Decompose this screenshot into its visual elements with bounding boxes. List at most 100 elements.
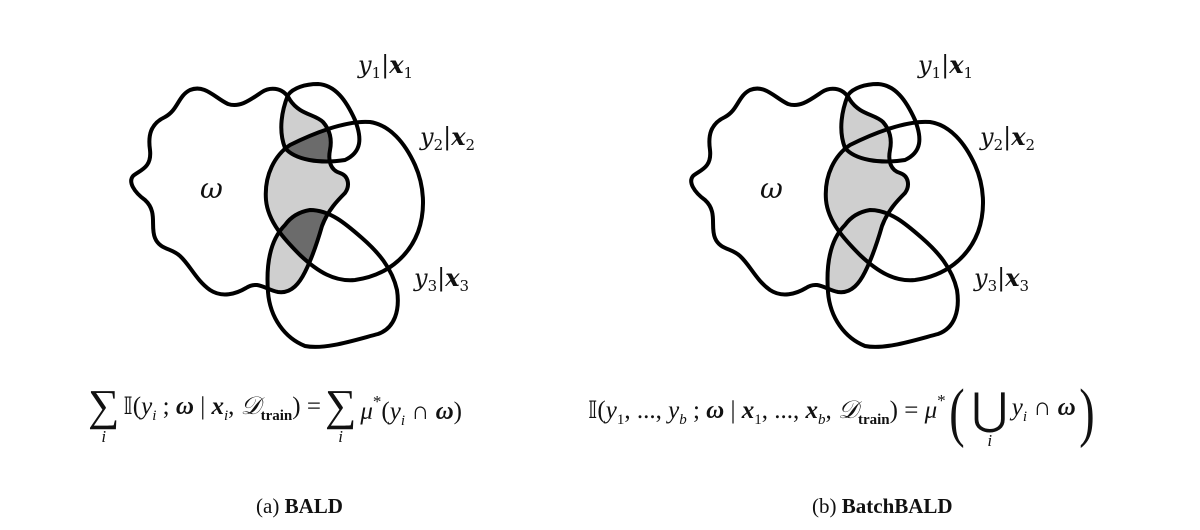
x-var: x (389, 50, 404, 79)
sum-symbol: ∑ (88, 381, 120, 430)
shaded-union-region (265, 88, 348, 295)
y2-x2-label: y2|x2 (420, 122, 475, 154)
lhs-expression: 𝕀(yi ; ω | xi, 𝒟train) = (123, 392, 321, 425)
sum-symbol: ∑ (324, 381, 357, 430)
y-var: y (918, 51, 932, 79)
y-var: y (980, 123, 994, 151)
comma: , (825, 396, 839, 424)
y3-x3-label: y3|x3 (414, 263, 469, 295)
venn-diagram-bald (129, 82, 426, 349)
caption-title: BALD (284, 494, 343, 518)
sum-operator: ∑i (88, 381, 120, 446)
x-sub: 3 (1019, 277, 1030, 295)
panel-bald: ω y1|x1 y2|x2 y3|x3 ∑i 𝕀(yi ; ω | xi, 𝒟t… (84, 50, 475, 518)
shaded-union-region (825, 88, 908, 295)
given: | (724, 396, 742, 424)
rhs-expression: yi ∩ ω (1012, 394, 1076, 426)
bar: | (381, 51, 390, 79)
sub: train (260, 408, 293, 424)
omega: ω (435, 398, 454, 425)
sub: i (223, 408, 229, 424)
y-sub: 2 (993, 136, 1004, 154)
y-sub: 1 (931, 64, 942, 82)
var: x (805, 396, 819, 424)
y1-x1-label: y1|x1 (358, 50, 413, 82)
dataset-symbol: 𝒟 (240, 393, 261, 420)
y2-region-outline (263, 119, 426, 283)
paren: ) (292, 393, 301, 420)
mutual-information-symbol: 𝕀 (123, 392, 133, 420)
comma: , (228, 393, 241, 420)
sum-operator: ∑i (324, 381, 357, 446)
sub: b (818, 411, 826, 428)
bar: | (443, 123, 452, 151)
x-sub: 3 (459, 277, 470, 295)
var: y (389, 398, 401, 425)
omega-label: ω (200, 172, 223, 205)
measure-symbol: μ (360, 398, 373, 425)
sub: 1 (616, 411, 625, 428)
equals: = (897, 396, 925, 424)
bar: | (1003, 123, 1012, 151)
paren: ( (132, 393, 142, 420)
y1-region-outline (839, 82, 922, 164)
sub: i (152, 408, 157, 424)
paren: ) (453, 398, 462, 425)
y-var: y (414, 264, 428, 292)
bald-formula: ∑i 𝕀(yi ; ω | xi, 𝒟train) = ∑i μ*(yi ∩ ω… (84, 381, 462, 446)
mutual-information-symbol: 𝕀 (588, 395, 598, 424)
dataset-symbol: 𝒟 (838, 396, 858, 424)
x-var: x (949, 50, 964, 79)
venn-diagram-batchbald (689, 82, 986, 349)
dots: , ..., (761, 396, 806, 424)
y2-x2-label: y2|x2 (980, 122, 1035, 154)
caption-prefix: (b) (812, 494, 837, 518)
union-symbol: ⋃ (971, 385, 1008, 434)
sum-index: i (101, 427, 107, 446)
sep: ; (156, 393, 176, 420)
var: y (605, 396, 617, 424)
lhs-expression: 𝕀(y1, ..., yb ; ω | x1, ..., xb, 𝒟train)… (588, 391, 946, 429)
given: | (193, 393, 212, 420)
var: y (141, 393, 153, 420)
x-var: x (1011, 122, 1026, 151)
y-var: y (974, 264, 988, 292)
bar: | (437, 264, 446, 292)
omega-region-outline (129, 86, 350, 297)
x-var: x (451, 122, 466, 151)
y-var: y (358, 51, 372, 79)
y2-region-outline (823, 119, 986, 283)
dots: , ..., (624, 396, 669, 424)
x-var: x (1005, 263, 1020, 292)
sub: 1 (754, 411, 762, 428)
y-sub: 1 (371, 64, 382, 82)
var: x (211, 393, 224, 420)
var: y (1011, 393, 1023, 421)
bar: | (997, 264, 1006, 292)
bar: | (941, 51, 950, 79)
panel-batchbald: ω y1|x1 y2|x2 y3|x3 𝕀(y1, ..., yb ; ω | … (560, 0, 1200, 530)
var: x (741, 396, 755, 424)
omega: ω (1057, 393, 1076, 421)
big-paren-close: ) (1078, 375, 1095, 449)
y-sub: 3 (987, 277, 998, 295)
y-sub: 3 (427, 277, 438, 295)
omega-region-outline (689, 86, 910, 297)
omega: ω (706, 396, 725, 424)
omega-label: ω (760, 172, 783, 205)
paren: ( (597, 396, 606, 424)
sub: train (857, 411, 890, 428)
y-var: y (420, 123, 434, 151)
union-index: i (987, 431, 993, 450)
var: y (668, 396, 680, 424)
x-var: x (445, 263, 460, 292)
union-operator: ⋃i (971, 385, 1008, 450)
y-sub: 2 (433, 136, 444, 154)
caption-prefix: (a) (256, 494, 280, 518)
sup: * (372, 392, 382, 411)
sup: * (937, 390, 946, 410)
sum-index: i (338, 427, 343, 446)
sub: i (400, 413, 405, 429)
y1-x1-label: y1|x1 (918, 50, 973, 82)
batchbald-formula: 𝕀(y1, ..., yb ; ω | x1, ..., xb, 𝒟train)… (588, 376, 1098, 449)
